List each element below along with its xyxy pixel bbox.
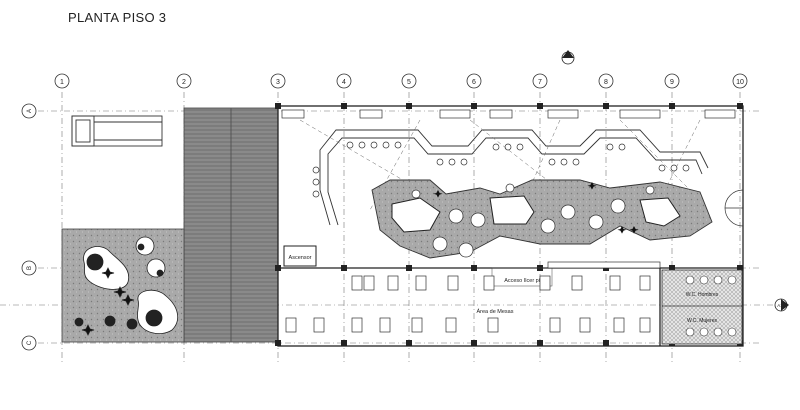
grid-row-label-a: A [27,109,33,113]
grid-bubble-7 [532,73,548,89]
grid-bubble-10 [732,73,748,89]
bar-stools [312,141,690,198]
bar-counter [319,129,709,226]
service-counter [547,261,661,269]
grid-bubble-3 [270,73,286,89]
grid-label-5: 5 [407,79,411,86]
grid-label-1: 1 [60,79,64,86]
grid-bubble-4 [336,73,352,89]
section-marker-top: A1 [561,50,575,65]
wc-women-label: W.C. Mujeres [687,318,718,324]
grid-label-10: 10 [736,79,744,86]
lounge-platform [371,179,713,259]
wc-men-label: W.C. Hombres [686,292,719,298]
grid-bubble-5 [401,73,417,89]
lounge-tables [411,183,655,258]
grid-label-7: 7 [538,79,542,86]
section-marker-right-label: A1 [777,303,783,308]
grid-bubble-6 [466,73,482,89]
section-marker-top-label: A1 [565,57,571,62]
grid-label-4: 4 [342,79,346,86]
vehicle-outline [71,115,163,147]
top-counters [281,109,736,119]
grid-row-label-c: C [27,340,33,345]
elevator-label: Ascensor [289,255,312,261]
grid-column-markers [54,73,748,89]
lounge-accent-stars [433,182,639,234]
grid-row-markers [21,103,37,351]
restroom-fixtures [685,275,737,337]
grid-bubble-1 [54,73,70,89]
grid-bubble-8 [598,73,614,89]
garden-plants [74,236,179,336]
page-title: PLANTA PISO 3 [68,10,167,25]
access-room-label: Acceso Ilcer piso [504,278,546,284]
grid-label-2: 2 [182,79,186,86]
grid-bubble-9 [664,73,680,89]
right-doors [724,189,744,227]
section-marker-right: A1 [774,298,789,312]
grid-label-3: 3 [276,79,280,86]
grid-bubble-2 [176,73,192,89]
grid-row-label-b: B [27,266,33,270]
dining-tables [285,275,651,333]
elevator [283,245,317,267]
lounge-counters [391,195,681,233]
grid-label-8: 8 [604,79,608,86]
grid-label-6: 6 [472,79,476,86]
grid-label-9: 9 [670,79,674,86]
tables-area-label: Área de Mesas [477,308,514,315]
